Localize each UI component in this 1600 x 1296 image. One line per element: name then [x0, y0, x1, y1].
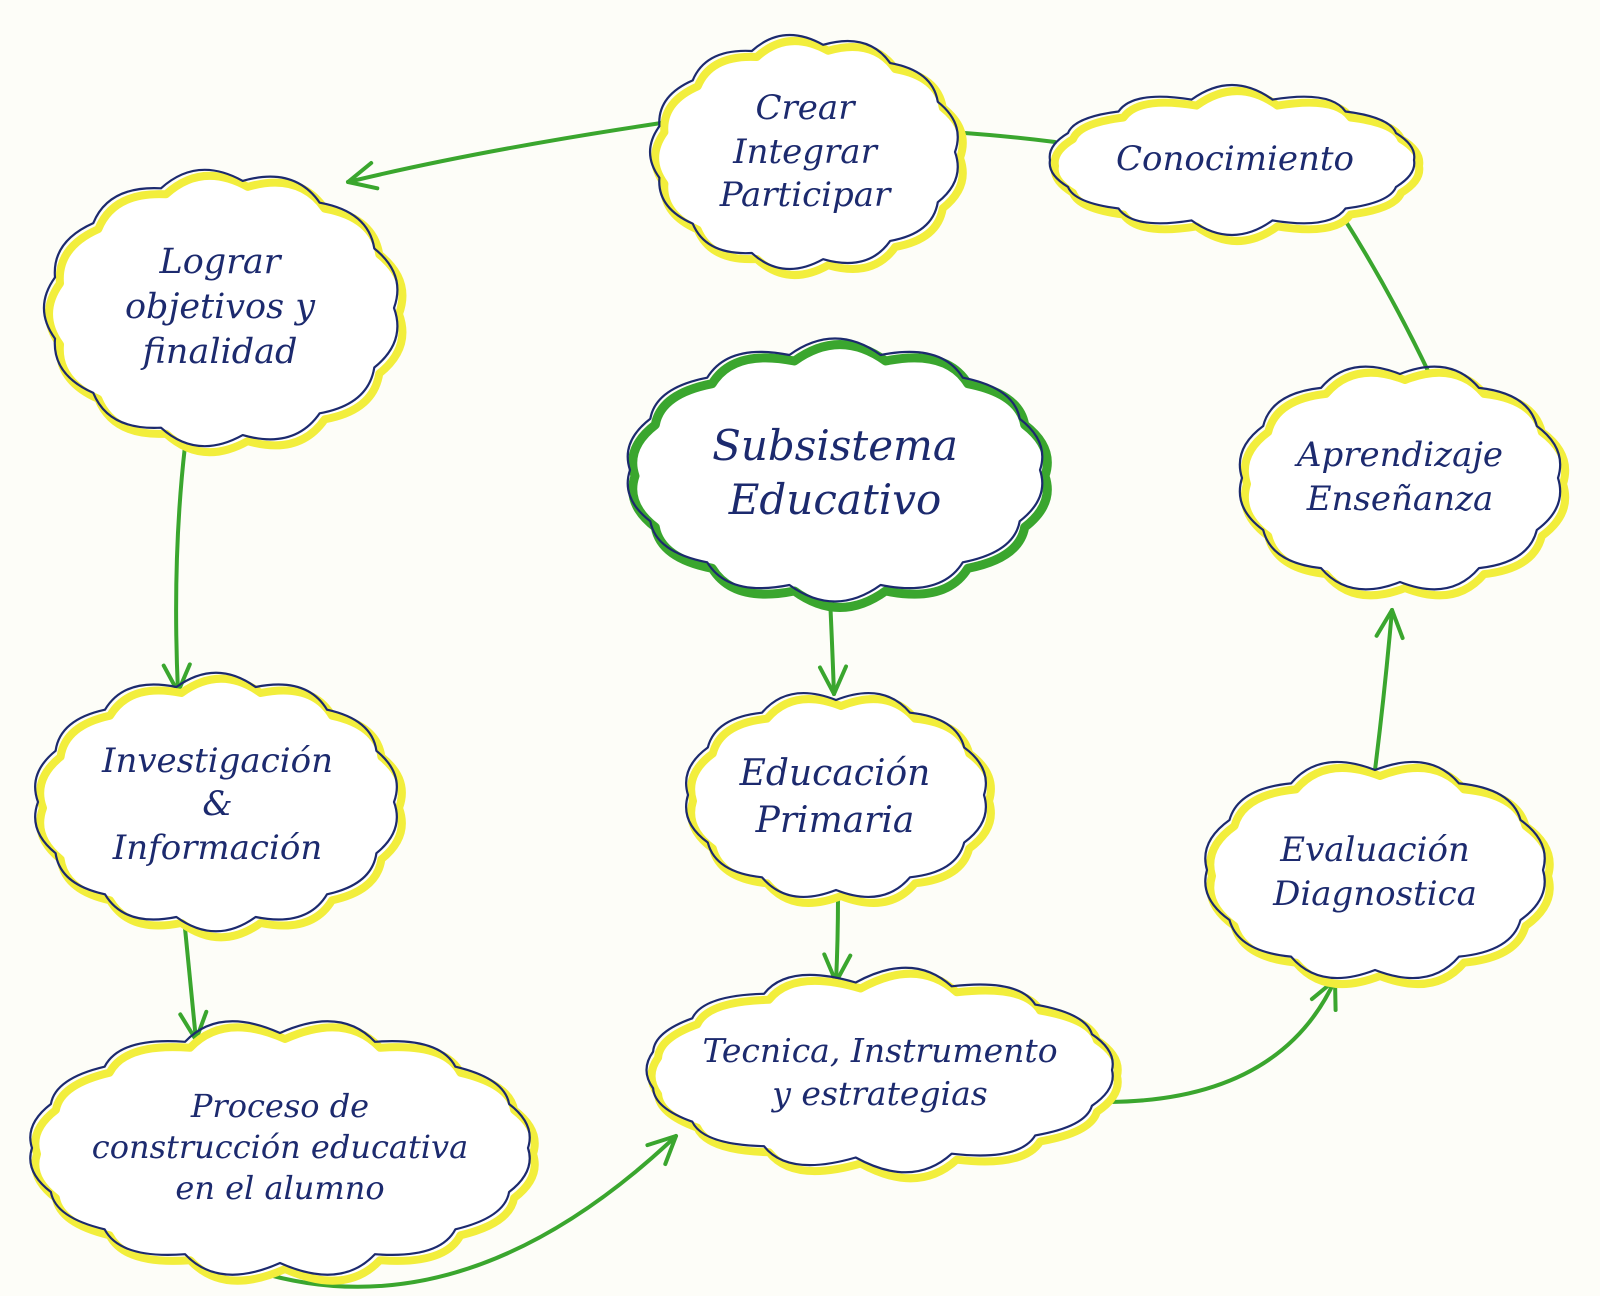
arrow-line — [174, 444, 187, 694]
cloud-proceso-highlight — [31, 1023, 539, 1285]
node-conocimiento-label: Conocimiento — [1055, 100, 1415, 220]
arrow-tecnica-to-evaluacion — [1108, 978, 1338, 1104]
cloud-aprendizaje-outline — [1238, 365, 1562, 591]
node-aprendizaje-label: Aprendizaje Enseñanza — [1245, 375, 1555, 580]
cloud-conocimiento-highlight — [1050, 87, 1424, 245]
node-lograr-label: Lograr objetivos y finalidad — [50, 185, 390, 430]
arrow-lograr-to-investigacion — [161, 444, 192, 694]
node-tecnica-label: Tecnica, Instrumento y estrategias — [650, 985, 1110, 1160]
cloud-subsistema-highlight — [628, 340, 1052, 612]
arrow-subsistema-to-primaria — [818, 596, 848, 696]
cloud-aprendizaje — [1238, 365, 1570, 600]
arrow-head — [346, 161, 380, 191]
cloud-investigacion-highlight — [36, 674, 406, 942]
cloud-primaria-outline — [685, 692, 987, 898]
node-proceso-label: Proceso de construcción educativa en el … — [35, 1035, 525, 1260]
cloud-conocimiento — [1048, 83, 1424, 245]
arrow-line — [834, 894, 840, 984]
cloud-lograr — [42, 168, 407, 457]
cloud-proceso-outline — [29, 1020, 531, 1276]
cloud-evaluacion-highlight — [1206, 763, 1554, 989]
cloud-lograr-outline — [42, 168, 399, 448]
arrow-line — [244, 1134, 678, 1289]
arrow-line — [346, 120, 670, 184]
cloud-evaluacion-outline — [1204, 760, 1546, 980]
node-lograr-line-1: Lograr — [159, 242, 281, 283]
node-proceso-line-2: construcción educativa — [91, 1128, 469, 1167]
node-primaria-line-1: Educación — [739, 753, 931, 795]
cloud-proceso — [29, 1020, 539, 1285]
node-crear-label: Crear Integrar Participar — [655, 40, 955, 265]
node-evaluacion-line-1: Evaluación — [1280, 829, 1470, 870]
node-primaria-line-2: Primaria — [755, 799, 915, 841]
cloud-investigacion — [34, 671, 406, 942]
arrow-head — [818, 664, 848, 696]
arrow-line — [1108, 978, 1337, 1104]
cloud-evaluacion — [1204, 760, 1554, 989]
node-crear-line-1: Crear — [755, 88, 855, 129]
node-conocimiento-line-1: Conocimiento — [1115, 139, 1355, 180]
clouds-layer — [29, 33, 1570, 1285]
arrow-head — [645, 1134, 678, 1166]
node-tecnica-line-2: y estrategias — [772, 1073, 988, 1113]
node-evaluacion-label: Evaluación Diagnostica — [1210, 775, 1540, 970]
arrow-proceso-to-tecnica — [244, 1134, 678, 1289]
node-subsistema-line-2: Educativo — [728, 474, 942, 524]
node-crear-line-3: Participar — [719, 175, 891, 216]
cloud-tecnica-outline — [645, 966, 1114, 1174]
cloud-aprendizaje-highlight — [1240, 368, 1570, 600]
arrow-crear-to-lograr — [346, 120, 670, 191]
node-subsistema-line-1: Subsistema — [712, 420, 958, 470]
arrow-line — [182, 916, 198, 1042]
arrow-line — [1373, 608, 1394, 772]
node-subsistema-label: Subsistema Educativo — [630, 355, 1040, 590]
cloud-tecnica-highlight — [647, 969, 1122, 1183]
cloud-investigacion-outline — [34, 671, 398, 933]
cloud-crear-outline — [648, 33, 959, 271]
cloud-subsistema — [626, 337, 1052, 612]
node-investigacion-line-2: & — [202, 784, 233, 825]
cloud-crear — [648, 33, 967, 279]
node-investigacion-line-3: Información — [112, 827, 323, 868]
cloud-primaria — [685, 692, 995, 907]
cloud-tecnica — [645, 966, 1122, 1183]
node-proceso-line-1: Proceso de — [190, 1087, 370, 1126]
node-crear-line-2: Integrar — [733, 131, 877, 172]
arrow-head — [1374, 608, 1405, 640]
node-investigacion-line-1: Investigación — [102, 740, 333, 781]
arrow-evaluacion-to-aprendizaje — [1373, 608, 1405, 772]
node-aprendizaje-line-1: Aprendizaje — [1296, 434, 1504, 475]
cloud-subsistema-outline — [626, 337, 1044, 603]
node-tecnica-line-1: Tecnica, Instrumento — [702, 1031, 1058, 1071]
node-lograr-line-2: objetivos y — [124, 287, 315, 328]
node-lograr-line-3: finalidad — [142, 331, 298, 372]
node-proceso-line-3: en el alumno — [175, 1168, 385, 1207]
arrow-line — [828, 596, 836, 696]
cloud-conocimiento-outline — [1048, 83, 1416, 237]
node-primaria-label: Educación Primaria — [690, 705, 980, 890]
cloud-primaria-highlight — [687, 695, 995, 907]
node-aprendizaje-line-2: Enseñanza — [1306, 478, 1494, 519]
arrow-primaria-to-tecnica — [822, 894, 853, 984]
node-investigacion-label: Investigación & Información — [40, 690, 395, 920]
node-evaluacion-line-2: Diagnostica — [1273, 873, 1477, 914]
